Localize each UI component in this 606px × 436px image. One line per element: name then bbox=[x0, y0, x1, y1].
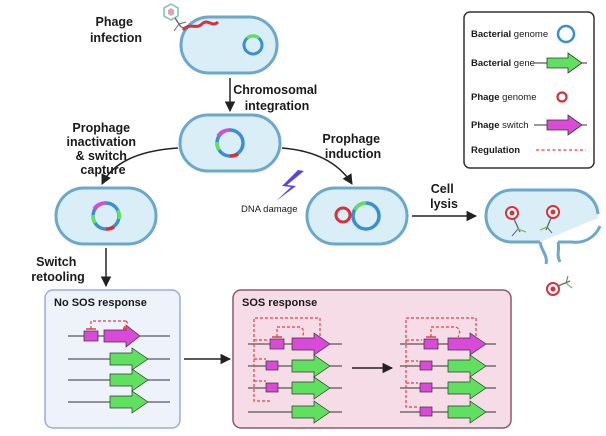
legend-item-label: Phage genome bbox=[471, 92, 537, 103]
label-dna-damage: DNA damage bbox=[241, 204, 298, 215]
panel-sos: SOS response bbox=[232, 289, 512, 429]
magenta-arrow-icon bbox=[534, 114, 587, 136]
phage-particle-icon bbox=[546, 275, 573, 296]
legend-item-label: Bacterial gene bbox=[471, 58, 535, 69]
phage-icon bbox=[163, 3, 189, 32]
panel-no-sos-title: No SOS response bbox=[54, 297, 147, 309]
cell-lysed bbox=[484, 188, 602, 296]
phage-particle-icon bbox=[539, 205, 560, 234]
blue-ring-icon bbox=[556, 24, 576, 44]
label-prophage-induction: Prophage induction bbox=[322, 132, 383, 161]
label-switch-retooling: Switch retooling bbox=[31, 255, 84, 284]
lightning-icon bbox=[276, 170, 304, 201]
phage-dna-icon bbox=[181, 20, 220, 32]
excised-phage-genome-icon bbox=[334, 206, 352, 224]
label-prophage-inactivation: Prophage inactivation & switch capture bbox=[67, 121, 140, 177]
panel-no-sos: No SOS response bbox=[44, 289, 181, 429]
label-phage-infection: Phage infection bbox=[90, 15, 142, 45]
phage-particle-icon bbox=[505, 206, 527, 237]
arrow-to-induction bbox=[281, 147, 353, 185]
red-ring-icon bbox=[556, 91, 568, 103]
cell-integrated bbox=[178, 113, 282, 173]
label-cell-lysis: Cell lysis bbox=[430, 182, 458, 211]
legend-item-label: Regulation bbox=[471, 145, 520, 156]
cell-infection bbox=[163, 3, 279, 75]
cell-induction bbox=[305, 186, 409, 246]
arrow-to-inactivation bbox=[101, 147, 179, 185]
legend: Bacterial genome Bacterial gene Phage ge… bbox=[463, 11, 595, 169]
green-arrow-icon bbox=[534, 52, 587, 74]
legend-item-label: Bacterial genome bbox=[471, 29, 548, 40]
label-chromosomal-integration: Chromosomal integration bbox=[233, 83, 321, 113]
cell-inactivated bbox=[54, 186, 158, 246]
legend-item-label: Phage switch bbox=[471, 120, 529, 131]
panel-sos-title: SOS response bbox=[242, 297, 317, 309]
